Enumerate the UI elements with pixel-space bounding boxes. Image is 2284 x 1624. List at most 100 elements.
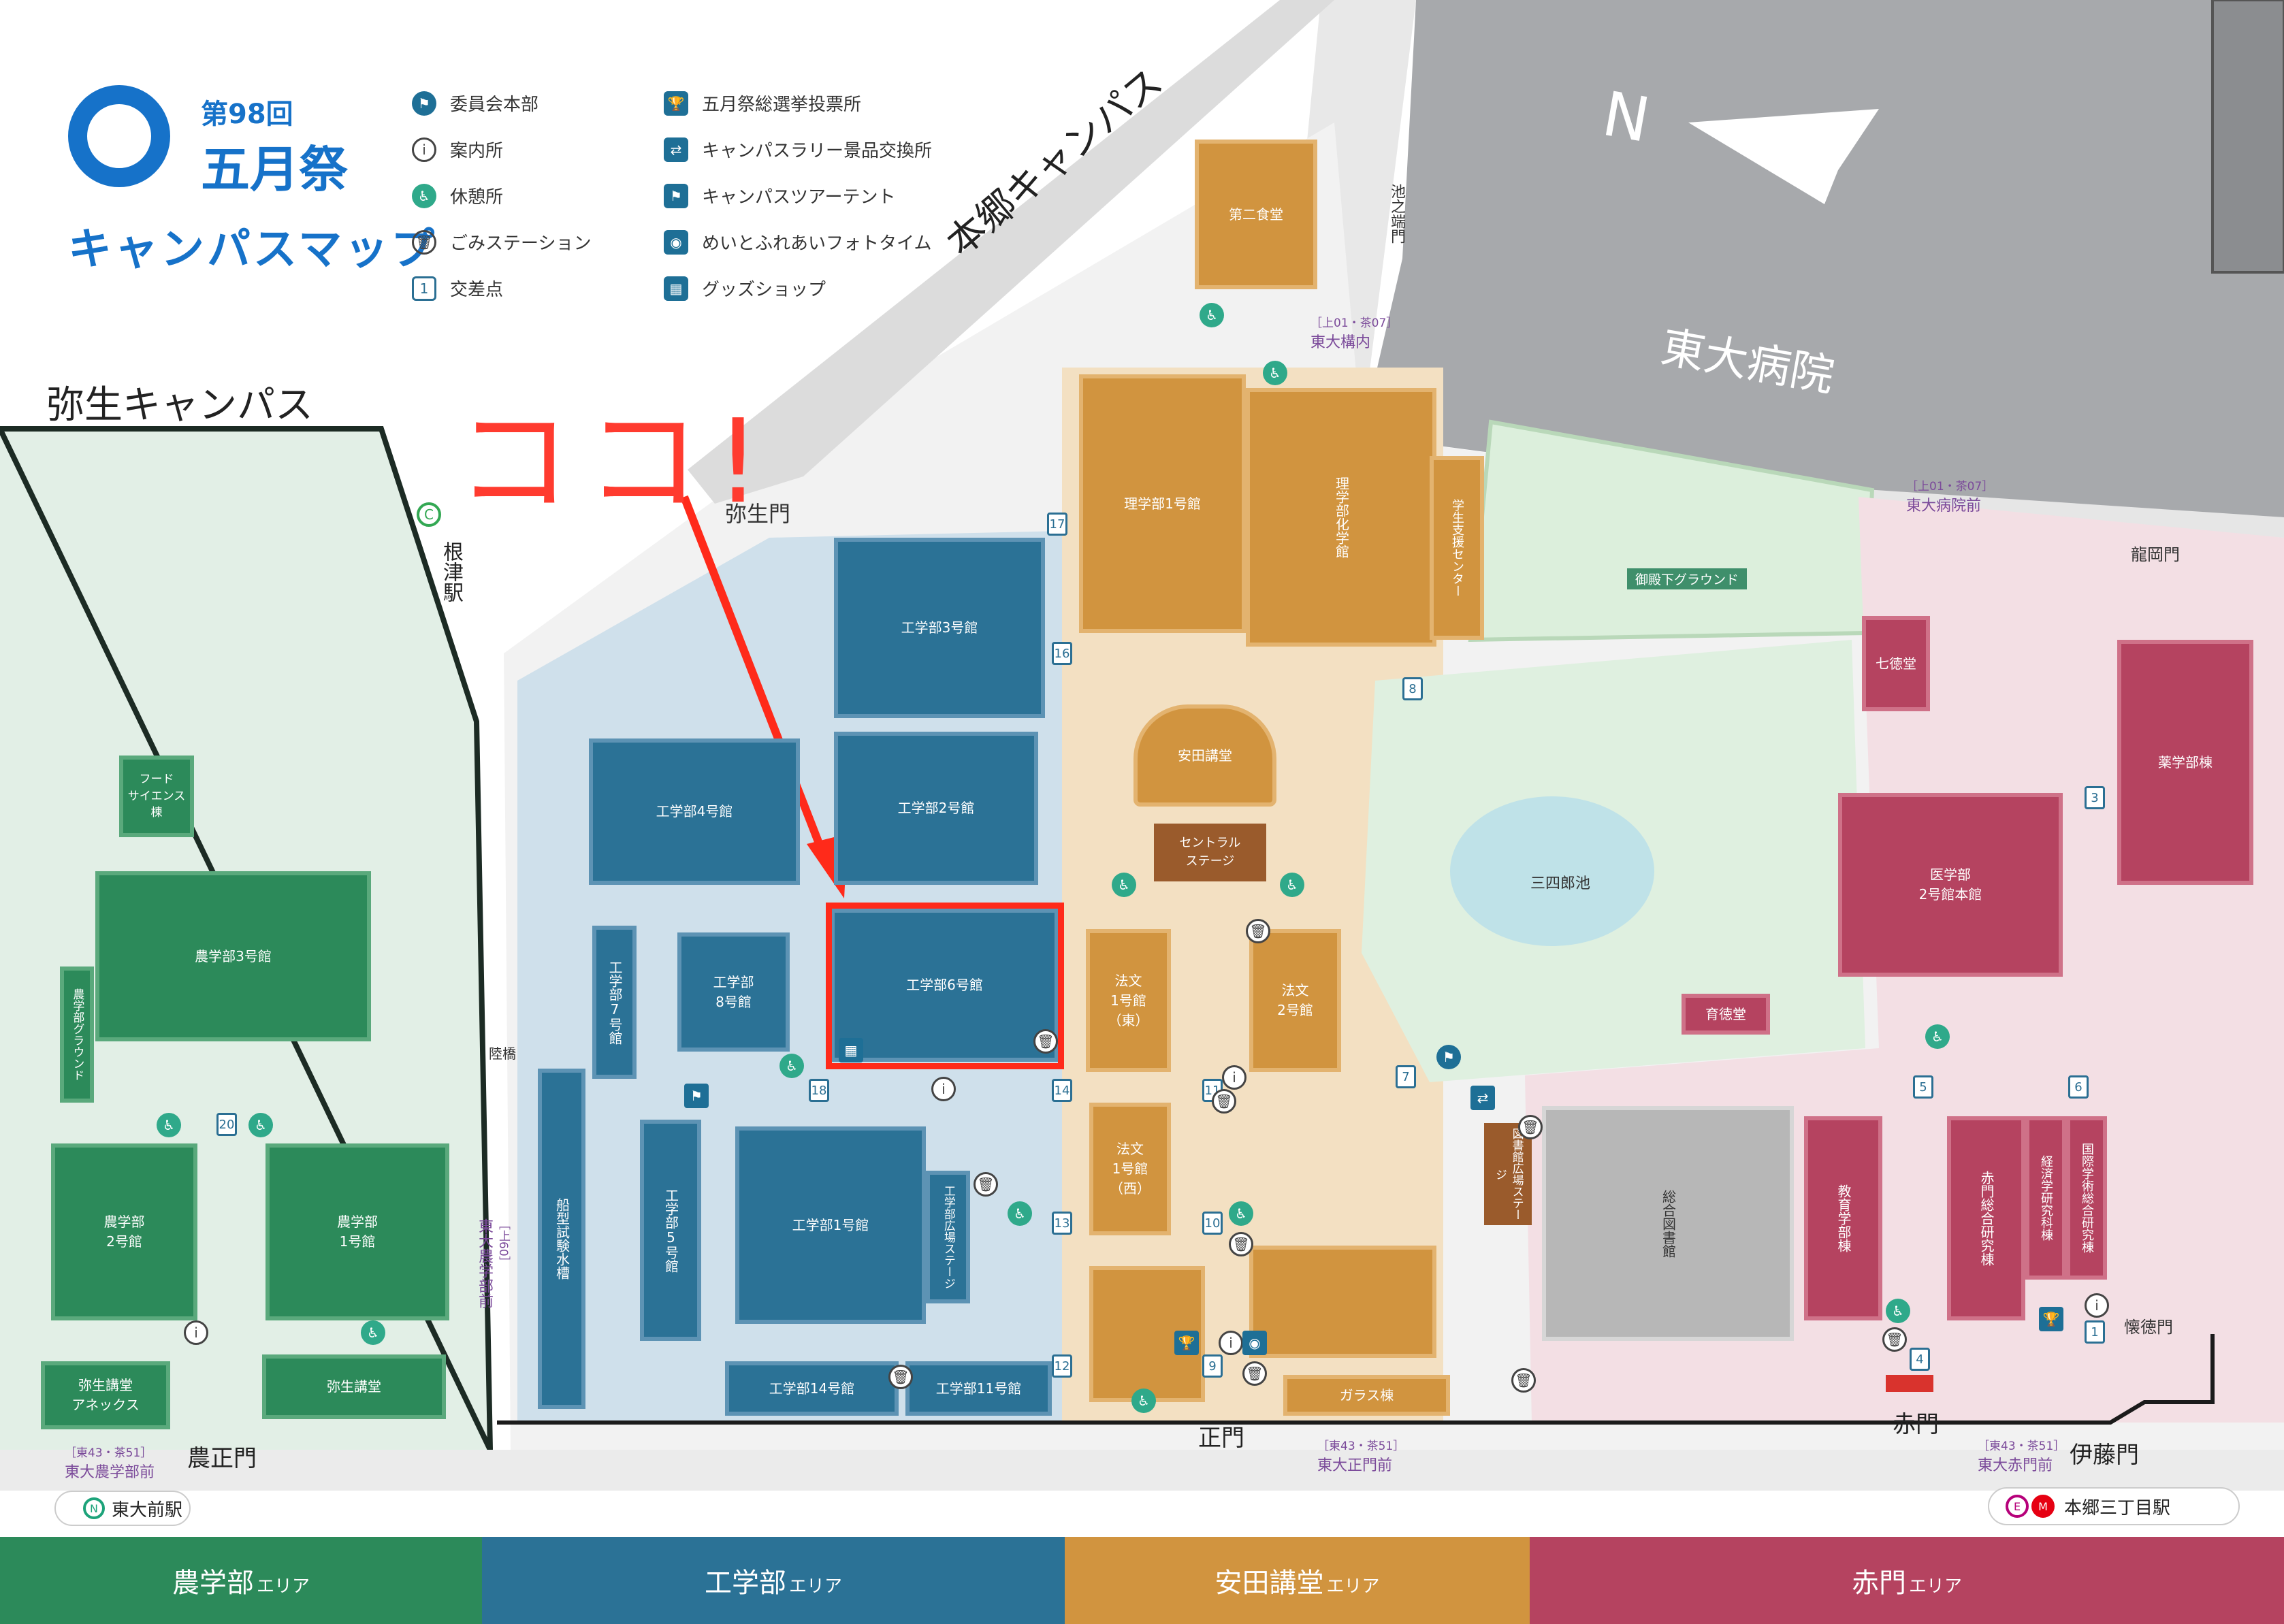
building-eng5[interactable]: 工学部5号館 bbox=[640, 1120, 701, 1341]
intersection-9[interactable]: 9 bbox=[1202, 1354, 1223, 1378]
building-eng6[interactable]: 工学部6号館 bbox=[831, 909, 1059, 1062]
station-hongo3-box[interactable]: E M 本郷三丁目駅 bbox=[1988, 1487, 2240, 1525]
rest-area-icon[interactable]: ♿ bbox=[1886, 1299, 1910, 1323]
trash-station-icon[interactable]: 🗑 bbox=[1511, 1368, 1536, 1393]
intersection-6[interactable]: 6 bbox=[2068, 1075, 2089, 1099]
camera-icon[interactable]: ◉ bbox=[1242, 1331, 1267, 1355]
building-eng3[interactable]: 工学部3号館 bbox=[834, 538, 1045, 718]
trash-station-icon[interactable]: 🗑 bbox=[974, 1172, 998, 1197]
intersection-12[interactable]: 12 bbox=[1052, 1354, 1072, 1378]
building-glass[interactable]: ガラス棟 bbox=[1283, 1375, 1450, 1416]
trash-station-icon[interactable]: 🗑 bbox=[888, 1365, 913, 1389]
info-icon[interactable]: i bbox=[931, 1077, 956, 1101]
trophy-icon[interactable]: 🏆 bbox=[2039, 1307, 2063, 1331]
intersection-18[interactable]: 18 bbox=[809, 1079, 829, 1102]
rest-area-icon[interactable]: ♿ bbox=[157, 1113, 181, 1137]
rest-area-icon[interactable]: ♿ bbox=[1925, 1024, 1950, 1049]
area-bar-yasuda[interactable]: 安田講堂エリア bbox=[1065, 1537, 1530, 1624]
intersection-3[interactable]: 3 bbox=[2085, 786, 2105, 809]
building-food-science[interactable]: フード サイエンス 棟 bbox=[119, 756, 194, 837]
trophy-icon[interactable]: 🏆 bbox=[1174, 1331, 1199, 1355]
info-icon[interactable]: i bbox=[1222, 1065, 1246, 1090]
rest-area-icon[interactable]: ♿ bbox=[779, 1054, 804, 1078]
building-eng7[interactable]: 工学部7号館 bbox=[592, 926, 637, 1079]
building-eng4[interactable]: 工学部4号館 bbox=[589, 738, 800, 885]
building-law1w[interactable]: 法文 1号館 （西） bbox=[1089, 1103, 1171, 1235]
rest-area-icon[interactable]: ♿ bbox=[1229, 1201, 1253, 1226]
info-icon[interactable]: i bbox=[1219, 1331, 1243, 1355]
building-ship-tank[interactable]: 船型試験水槽 bbox=[538, 1069, 585, 1409]
trash-station-icon[interactable]: 🗑 bbox=[1882, 1327, 1907, 1352]
building-eng1[interactable]: 工学部1号館 bbox=[735, 1126, 926, 1324]
flag-icon[interactable]: ⚑ bbox=[684, 1084, 709, 1108]
rest-area-icon[interactable]: ♿ bbox=[1131, 1388, 1156, 1413]
building-eng14[interactable]: 工学部14号館 bbox=[725, 1361, 899, 1416]
area-bar-agri[interactable]: 農学部エリア bbox=[0, 1537, 482, 1624]
building-yasuda[interactable]: 安田講堂 bbox=[1133, 704, 1276, 807]
intersection-20[interactable]: 20 bbox=[216, 1113, 237, 1136]
building-science1[interactable]: 理学部1号館 bbox=[1079, 374, 1246, 633]
area-bar-akamon[interactable]: 赤門エリア bbox=[1530, 1537, 2284, 1624]
building-eng-plaza-stage[interactable]: 工学部広場ステージ bbox=[926, 1171, 970, 1303]
intersection-7[interactable]: 7 bbox=[1396, 1065, 1416, 1088]
trash-station-icon[interactable]: 🗑 bbox=[1242, 1361, 1267, 1386]
building-pharma[interactable]: 薬学部棟 bbox=[2117, 640, 2253, 885]
building-law1e[interactable]: 法文 1号館 （東） bbox=[1086, 929, 1171, 1072]
building-medical2[interactable]: 医学部 2号館本館 bbox=[1838, 793, 2063, 977]
intersection-8[interactable]: 8 bbox=[1402, 677, 1423, 700]
intersection-13[interactable]: 13 bbox=[1052, 1212, 1072, 1235]
building-ikutoku[interactable]: 育徳堂 bbox=[1682, 994, 1770, 1035]
info-icon[interactable]: i bbox=[184, 1320, 208, 1345]
building-agri2[interactable]: 農学部 2号館 bbox=[51, 1143, 197, 1320]
building-eng8[interactable]: 工学部 8号館 bbox=[677, 932, 790, 1052]
trash-station-icon[interactable]: 🗑 bbox=[1033, 1029, 1058, 1054]
prize-exchange-icon[interactable]: ⇄ bbox=[1470, 1086, 1495, 1110]
intersection-17[interactable]: 17 bbox=[1047, 513, 1067, 536]
building-akamon-research[interactable]: 赤門総合研究棟 bbox=[1947, 1116, 2025, 1320]
rest-area-icon[interactable]: ♿ bbox=[1112, 873, 1136, 897]
station-todaimae-box[interactable]: N 東大前駅 bbox=[54, 1491, 191, 1526]
building-eng11[interactable]: 工学部11号館 bbox=[905, 1361, 1052, 1416]
building-agri3[interactable]: 農学部3号館 bbox=[95, 871, 371, 1041]
trash-station-icon[interactable]: 🗑 bbox=[1212, 1089, 1236, 1114]
rest-area-icon[interactable]: ♿ bbox=[361, 1320, 385, 1345]
building-general-library[interactable]: 総合図書館 bbox=[1542, 1106, 1794, 1341]
intersection-14[interactable]: 14 bbox=[1052, 1079, 1072, 1102]
trash-station-icon[interactable]: 🗑 bbox=[1246, 919, 1270, 943]
info-icon[interactable]: i bbox=[2085, 1293, 2109, 1318]
building-student-support[interactable]: 学生支援センター bbox=[1430, 456, 1484, 640]
rest-area-icon[interactable]: ♿ bbox=[1263, 361, 1287, 385]
library-stage[interactable]: 図書館広場ステージ bbox=[1484, 1123, 1532, 1225]
building-chemistry[interactable]: 理学部化学館 bbox=[1246, 388, 1436, 647]
intersection-1[interactable]: 1 bbox=[2085, 1320, 2105, 1344]
trash-station-icon[interactable]: 🗑 bbox=[1518, 1115, 1543, 1139]
trash-station-icon: 🗑 bbox=[412, 229, 436, 255]
building-yayoi-hall[interactable]: 弥生講堂 bbox=[262, 1354, 446, 1419]
intersection-16[interactable]: 16 bbox=[1052, 642, 1072, 665]
rest-area-icon[interactable]: ♿ bbox=[1200, 303, 1224, 327]
building-eng2[interactable]: 工学部2号館 bbox=[834, 732, 1038, 885]
intersection-4[interactable]: 4 bbox=[1910, 1348, 1930, 1371]
building-shichitoku[interactable]: 七徳堂 bbox=[1862, 616, 1930, 711]
building-agri1[interactable]: 農学部 1号館 bbox=[266, 1143, 449, 1320]
building-second-cafeteria[interactable]: 第二食堂 bbox=[1195, 140, 1317, 289]
building-yayoi-annex[interactable]: 弥生講堂 アネックス bbox=[41, 1361, 170, 1429]
building-intl-research[interactable]: 国際学術総合研究棟 bbox=[2066, 1116, 2107, 1280]
intersection-5[interactable]: 5 bbox=[1913, 1075, 1933, 1099]
building-econ-research[interactable]: 経済学研究科棟 bbox=[2025, 1116, 2066, 1280]
rest-area-icon[interactable]: ♿ bbox=[1008, 1201, 1032, 1226]
building-yasuda-s[interactable] bbox=[1249, 1246, 1436, 1358]
rest-area-icon[interactable]: ♿ bbox=[1280, 873, 1304, 897]
intersection-10[interactable]: 10 bbox=[1202, 1212, 1223, 1235]
rest-area-icon[interactable]: ♿ bbox=[248, 1113, 273, 1137]
building-law2[interactable]: 法文 2号館 bbox=[1249, 929, 1341, 1072]
building-education[interactable]: 教育学部棟 bbox=[1804, 1116, 1882, 1320]
namboku-line-icon: N bbox=[83, 1497, 105, 1519]
committee-hq-icon[interactable]: ⚑ bbox=[1436, 1045, 1461, 1069]
legend-item: ⚑キャンパスツアーテント bbox=[664, 183, 895, 208]
goods-shop-icon[interactable]: ▦ bbox=[839, 1038, 863, 1062]
trash-station-icon[interactable]: 🗑 bbox=[1229, 1232, 1253, 1256]
building-agri-ground[interactable]: 農学部グラウンド bbox=[60, 967, 94, 1103]
area-bar-eng[interactable]: 工学部エリア bbox=[482, 1537, 1065, 1624]
building-central-stage[interactable]: セントラル ステージ bbox=[1154, 824, 1266, 881]
